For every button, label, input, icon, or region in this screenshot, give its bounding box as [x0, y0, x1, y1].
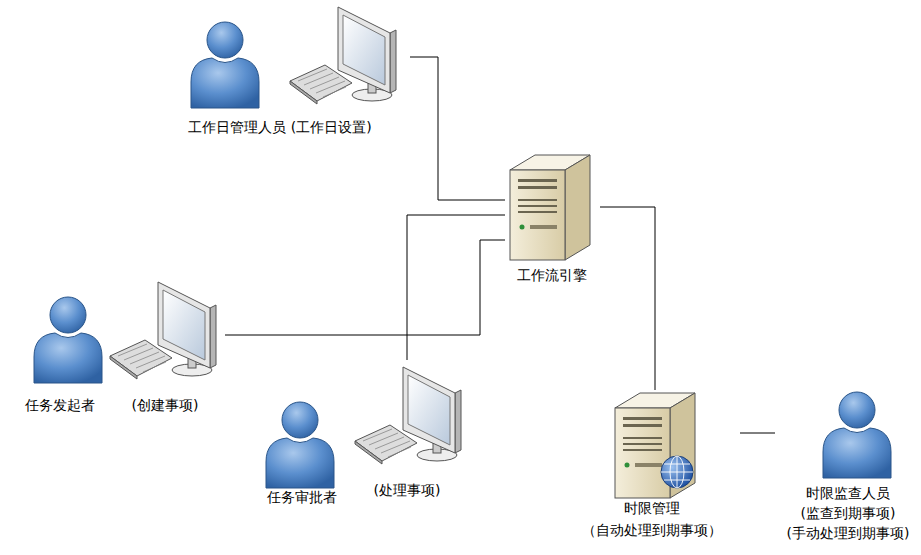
server-icon — [615, 393, 695, 498]
node-label: (手动处理到期事项) — [787, 525, 910, 542]
person-icon — [34, 297, 102, 383]
node-label: (处理事项) — [374, 482, 441, 499]
actor-node: 任务发起者 (创建事项) — [10, 280, 225, 420]
node-label: (监查到期事项) — [801, 505, 896, 522]
connector-line — [410, 57, 505, 200]
actor-node: 时限监查人员 (监查到期事项) (手动处理到期事项) — [775, 385, 916, 547]
globe-icon — [661, 456, 693, 488]
node-label: 时限监查人员 — [806, 485, 890, 502]
actor-node: 工作流引擎 — [505, 150, 600, 290]
person-icon — [266, 402, 334, 488]
node-label: 工作流引擎 — [517, 267, 587, 284]
person-icon — [191, 22, 259, 108]
connector-line — [225, 240, 505, 335]
node-label: 任务审批者 — [267, 489, 337, 506]
person-icon — [823, 392, 891, 478]
connector-line — [740, 433, 775, 434]
connector-line — [407, 215, 505, 360]
node-label: 任务发起者 — [25, 397, 95, 414]
node-label: 时限管理 — [624, 500, 680, 517]
computer-icon — [355, 367, 461, 464]
node-label: (创建事项) — [132, 397, 199, 414]
actor-node: 任务审批者 (处理事项) — [255, 360, 465, 510]
actor-node: 时限管理 （自动处理到期事项） — [565, 390, 740, 545]
node-label: 工作日管理人员 (工作日设置) — [188, 119, 371, 136]
server-icon — [510, 155, 590, 260]
computer-icon — [290, 7, 396, 104]
connector-line — [600, 207, 655, 390]
node-label: （自动处理到期事项） — [582, 522, 722, 539]
computer-icon — [110, 282, 216, 379]
actor-node: 工作日管理人员 (工作日设置) — [160, 0, 410, 142]
